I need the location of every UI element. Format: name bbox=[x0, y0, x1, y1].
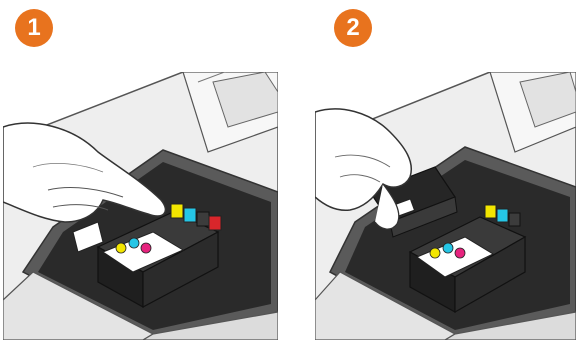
step-2-illustration bbox=[315, 72, 576, 340]
step-1-illustration bbox=[3, 72, 278, 340]
step-2-badge: 2 bbox=[334, 9, 372, 47]
step-1-badge: 1 bbox=[15, 9, 53, 47]
printer-carriage-icon bbox=[3, 72, 278, 340]
printer-carriage-icon bbox=[315, 72, 576, 340]
